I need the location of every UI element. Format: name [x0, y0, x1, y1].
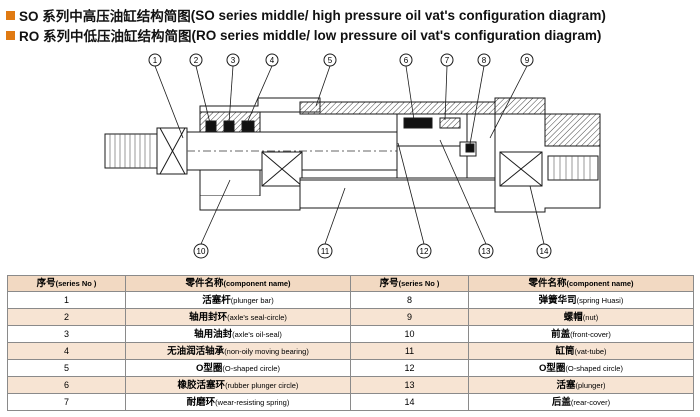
series-no-cell: 10 — [350, 325, 469, 343]
component-name-cell: 活塞(plunger) — [468, 376, 694, 394]
cylinder-cross-section-diagram: 1 2 3 4 5 6 7 8 9 10 11 12 13 14 — [104, 53, 601, 259]
callout-11-label: 11 — [321, 247, 330, 256]
callout-4: 4 — [265, 53, 279, 67]
series-no-cell: 4 — [7, 342, 126, 360]
callout-13-label: 13 — [482, 247, 491, 256]
callout-6: 6 — [399, 53, 413, 67]
series-no-cell: 11 — [350, 342, 469, 360]
series-no-cell: 5 — [7, 359, 126, 377]
orange-square-icon — [6, 30, 15, 40]
series-no-cell: 1 — [7, 291, 126, 309]
callout-10-label: 10 — [197, 247, 206, 256]
callout-2: 2 — [189, 53, 203, 67]
component-name-cell: 活塞杆(plunger bar) — [125, 291, 351, 309]
series-no-cell: 13 — [350, 376, 469, 394]
table-header-row: 序号(series No ) 零件名称(component name) 序号(s… — [7, 275, 694, 292]
component-name-cell: 后盖(rear-cover) — [468, 393, 694, 411]
callout-11: 11 — [317, 243, 333, 259]
so-series-heading: SO 系列中高压油缸结构简图 (SO series middle/ high p… — [6, 5, 606, 25]
component-name-cell: O型圈(O-shaped circle) — [468, 359, 694, 377]
so-heading-en: (SO series middle/ high pressure oil vat… — [190, 7, 606, 23]
callout-9-label: 9 — [525, 56, 530, 65]
callout-14-label: 14 — [540, 247, 549, 256]
callout-10: 10 — [193, 243, 209, 259]
callout-1: 1 — [148, 53, 162, 67]
callout-5-label: 5 — [328, 56, 333, 65]
callout-2-label: 2 — [194, 56, 199, 65]
series-no-cell: 8 — [350, 291, 469, 309]
callout-4-label: 4 — [270, 56, 275, 65]
series-no-cell: 6 — [7, 376, 126, 394]
component-name-cell: 耐磨环(wear-resisting spring) — [125, 393, 351, 411]
callout-12: 12 — [416, 243, 432, 259]
series-no-cell: 7 — [7, 393, 126, 411]
ro-series-heading: RO 系列中低压油缸结构简图 (RO series middle/ low pr… — [6, 25, 601, 45]
component-name-cell: 轴用封环(axle's seal-circle) — [125, 308, 351, 326]
component-name-cell: 弹簧华司(spring Huasi) — [468, 291, 694, 309]
parts-table: 序号(series No ) 零件名称(component name) 序号(s… — [7, 275, 694, 411]
header-series-no: 序号(series No ) — [7, 275, 126, 292]
table-row: 4 无油润活轴承(non-oily moving bearing) 11 缸筒(… — [7, 342, 694, 360]
callout-3-label: 3 — [231, 56, 236, 65]
table-row: 3 轴用油封(axle's oil-seal) 10 前盖(front-cove… — [7, 325, 694, 343]
component-name-cell: 螺帽(nut) — [468, 308, 694, 326]
table-row: 2 轴用封环(axle's seal-circle) 9 螺帽(nut) — [7, 308, 694, 326]
table-row: 5 O型圈(O-shaped circle) 12 O型圈(O-shaped c… — [7, 359, 694, 377]
series-no-cell: 12 — [350, 359, 469, 377]
component-name-cell: 无油润活轴承(non-oily moving bearing) — [125, 342, 351, 360]
callout-1-label: 1 — [153, 56, 158, 65]
callout-3: 3 — [226, 53, 240, 67]
component-name-cell: O型圈(O-shaped circle) — [125, 359, 351, 377]
callout-8-label: 8 — [482, 56, 487, 65]
callout-13: 13 — [478, 243, 494, 259]
table-row: 1 活塞杆(plunger bar) 8 弹簧华司(spring Huasi) — [7, 291, 694, 309]
table-row: 6 橡胶活塞环(rubber plunger circle) 13 活塞(plu… — [7, 376, 694, 394]
header-series-no: 序号(series No ) — [350, 275, 469, 292]
component-name-cell: 缸筒(vat-tube) — [468, 342, 694, 360]
series-no-cell: 2 — [7, 308, 126, 326]
header-component-name: 零件名称(component name) — [125, 275, 351, 292]
orange-square-icon — [6, 10, 15, 20]
callout-14: 14 — [536, 243, 552, 259]
callout-7: 7 — [440, 53, 454, 67]
callout-12-label: 12 — [420, 247, 429, 256]
callout-7-label: 7 — [445, 56, 450, 65]
callout-9: 9 — [520, 53, 534, 67]
header-component-name: 零件名称(component name) — [468, 275, 694, 292]
series-no-cell: 3 — [7, 325, 126, 343]
callout-8: 8 — [477, 53, 491, 67]
so-heading-zh: SO 系列中高压油缸结构简图 — [19, 9, 191, 24]
ro-heading-en: (RO series middle/ low pressure oil vat'… — [191, 27, 602, 43]
table-row: 7 耐磨环(wear-resisting spring) 14 后盖(rear-… — [7, 393, 694, 411]
callout-6-label: 6 — [404, 56, 409, 65]
ro-heading-zh: RO 系列中低压油缸结构简图 — [19, 29, 192, 44]
component-name-cell: 橡胶活塞环(rubber plunger circle) — [125, 376, 351, 394]
series-no-cell: 14 — [350, 393, 469, 411]
component-name-cell: 轴用油封(axle's oil-seal) — [125, 325, 351, 343]
series-no-cell: 9 — [350, 308, 469, 326]
callout-5: 5 — [323, 53, 337, 67]
component-name-cell: 前盖(front-cover) — [468, 325, 694, 343]
